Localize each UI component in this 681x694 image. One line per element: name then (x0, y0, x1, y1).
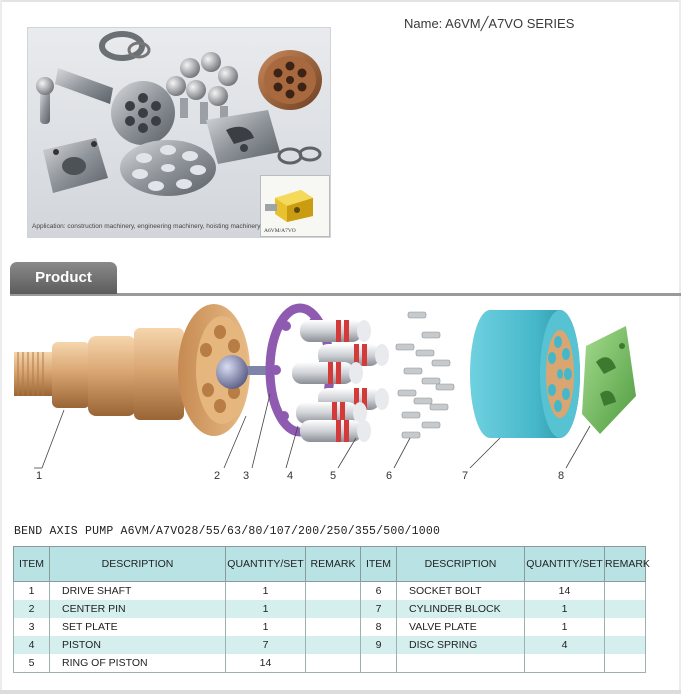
description-cell: RING OF PISTON (49, 654, 226, 673)
remark-cell (305, 618, 361, 636)
description-cell: PISTON (49, 636, 226, 654)
table-row: 3 SET PLATE 1 8 VALVE PLATE 1 (13, 618, 646, 636)
parts-photo-illustration (28, 28, 330, 237)
quantity-cell: 1 (225, 600, 306, 618)
product-name: Name: A6VM╱A7VO SERIES (404, 16, 575, 31)
callout-4: 4 (287, 470, 293, 482)
description-cell: CYLINDER BLOCK (396, 600, 525, 618)
parts-table: ITEM DESCRIPTION QUANTITY/SET REMARK ITE… (13, 546, 650, 673)
section-divider (10, 293, 681, 296)
header-description: DESCRIPTION (396, 546, 525, 582)
pump-thumbnail-label: A6VM/A7VO (264, 228, 296, 234)
table-row: 4 PISTON 7 9 DISC SPRING 4 (13, 636, 646, 654)
hydraulic-pump-image (261, 176, 329, 236)
header-description: DESCRIPTION (49, 546, 226, 582)
remark-cell (604, 618, 646, 636)
item-cell: 9 (360, 636, 397, 654)
bottom-border (0, 690, 681, 694)
quantity-cell: 7 (225, 636, 306, 654)
quantity-cell: 14 (524, 581, 605, 600)
series-title: BEND AXIS PUMP A6VM/A7VO28/55/63/80/107/… (14, 525, 441, 538)
item-cell: 6 (360, 581, 397, 600)
diagram-callouts: 1 2 3 4 5 6 7 8 (36, 470, 564, 482)
product-tab[interactable]: Product (10, 262, 117, 294)
description-cell: CENTER PIN (49, 600, 226, 618)
remark-cell (305, 581, 361, 600)
header-quantity: QUANTITY/SET (225, 546, 306, 582)
callout-8: 8 (558, 470, 564, 482)
remark-cell (305, 636, 361, 654)
item-cell: 1 (13, 581, 50, 600)
item-cell: 8 (360, 618, 397, 636)
remark-cell (305, 600, 361, 618)
product-tab-label: Product (35, 269, 92, 286)
cylinder-block-part (470, 310, 580, 438)
item-cell: 5 (13, 654, 50, 673)
application-text: Application: construction machinery, eng… (32, 223, 261, 230)
description-cell (396, 654, 525, 673)
quantity-cell: 1 (225, 618, 306, 636)
quantity-cell: 1 (225, 581, 306, 600)
piston-group (292, 320, 389, 442)
socket-bolt-group (395, 311, 455, 439)
remark-cell (604, 600, 646, 618)
callout-5: 5 (330, 470, 336, 482)
quantity-cell: 14 (225, 654, 306, 673)
table-row: 5 RING OF PISTON 14 (13, 654, 646, 673)
exploded-parts-diagram: 1 2 3 4 5 6 7 8 (14, 303, 636, 482)
callout-6: 6 (386, 470, 392, 482)
description-cell: SET PLATE (49, 618, 226, 636)
quantity-cell: 1 (524, 618, 605, 636)
item-cell: 4 (13, 636, 50, 654)
callout-2: 2 (214, 470, 220, 482)
remark-cell (604, 636, 646, 654)
item-cell: 7 (360, 600, 397, 618)
right-border (679, 0, 681, 694)
description-cell: DRIVE SHAFT (49, 581, 226, 600)
remark-cell (604, 581, 646, 600)
header-item: ITEM (13, 546, 50, 582)
table-row: 1 DRIVE SHAFT 1 6 SOCKET BOLT 14 (13, 581, 646, 600)
pump-thumbnail: A6VM/A7VO (260, 175, 330, 237)
header-item: ITEM (360, 546, 397, 582)
callout-1: 1 (36, 470, 42, 482)
table-row: 2 CENTER PIN 1 7 CYLINDER BLOCK 1 (13, 600, 646, 618)
item-cell (360, 654, 397, 673)
item-cell: 3 (13, 618, 50, 636)
quantity-cell: 4 (524, 636, 605, 654)
description-cell: DISC SPRING (396, 636, 525, 654)
product-photo: A6VM/A7VO Application: construction mach… (27, 27, 331, 238)
left-border (0, 0, 2, 694)
item-cell: 2 (13, 600, 50, 618)
header-remark: REMARK (305, 546, 361, 582)
center-pin-part (216, 355, 266, 389)
header-remark: REMARK (604, 546, 650, 582)
callout-7: 7 (462, 470, 468, 482)
top-border (0, 0, 681, 2)
remark-cell (604, 654, 646, 673)
table-header-row: ITEM DESCRIPTION QUANTITY/SET REMARK ITE… (13, 546, 650, 582)
callout-3: 3 (243, 470, 249, 482)
quantity-cell: 1 (524, 600, 605, 618)
valve-plate-part (582, 326, 636, 434)
remark-cell (305, 654, 361, 673)
drive-shaft-part (14, 304, 250, 436)
description-cell: VALVE PLATE (396, 618, 525, 636)
quantity-cell (524, 654, 605, 673)
description-cell: SOCKET BOLT (396, 581, 525, 600)
header-quantity: QUANTITY/SET (524, 546, 605, 582)
